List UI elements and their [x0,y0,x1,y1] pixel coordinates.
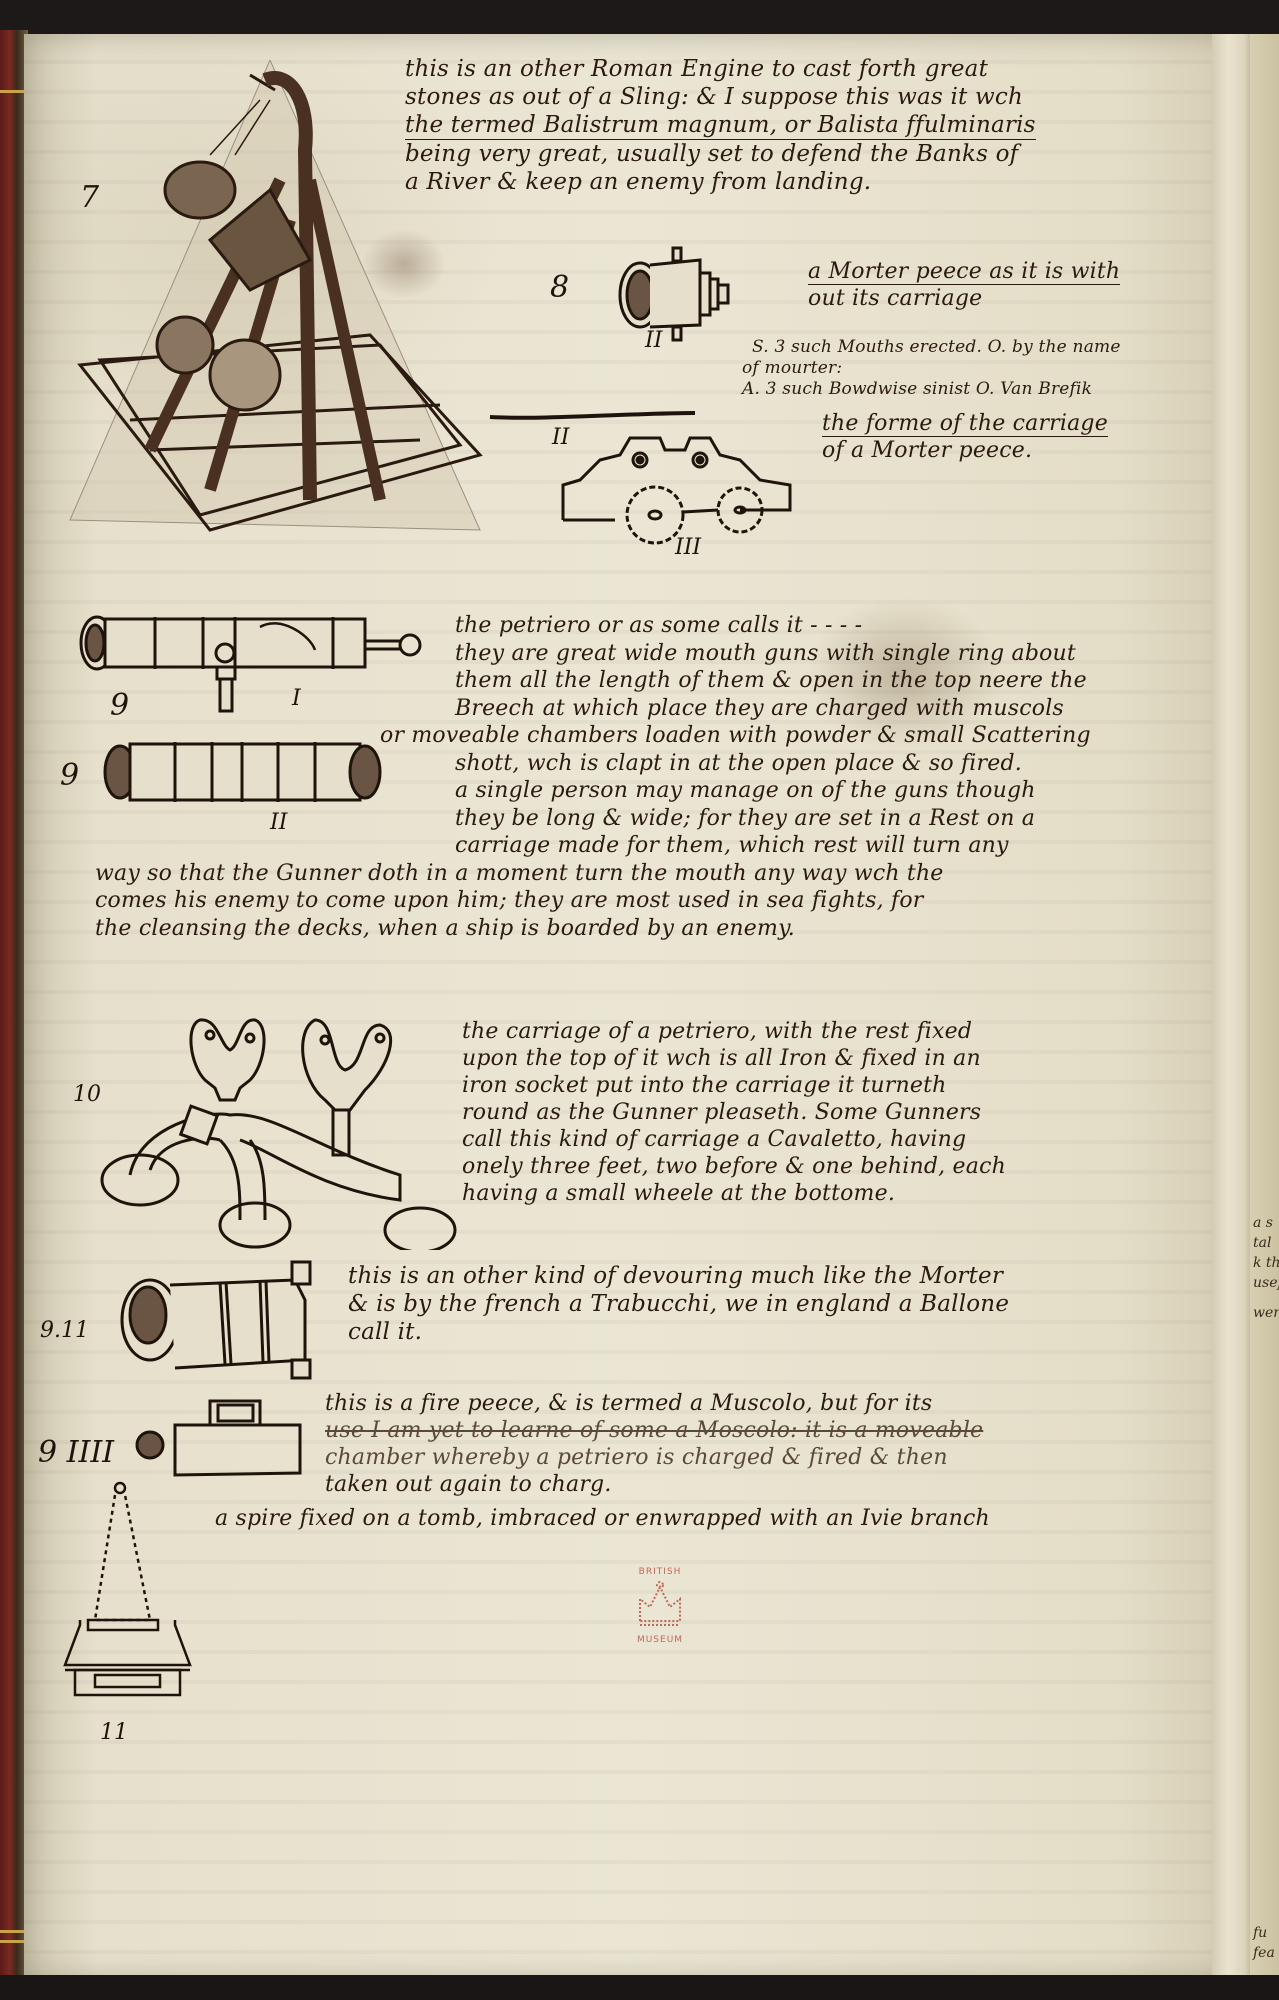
passage-carriage-form: the forme of the carriage of a Morter pe… [822,410,1108,464]
divider-stroke [489,411,696,420]
tally-mark: II [270,810,288,835]
tally-mark: II [645,328,663,353]
next-page-fragment: tal [1253,1235,1272,1251]
text-line: the forme of the carriage [822,411,1108,437]
book-cover-edge [0,30,28,1975]
next-page-fragment: fea [1253,1945,1275,1961]
text-line: a single person may manage on of the gun… [455,778,1036,803]
moscolo-drawing [135,1399,302,1477]
text-line: & is by the french a Trabucchi, we in en… [348,1291,1010,1317]
gilt-line [0,1930,24,1933]
text-line: A. 3 such Bowdwise sinist O. Van Brefik [742,379,1093,399]
figure-number-9-iiii: 9 IIII [38,1435,115,1470]
text-line-struck: use I am yet to learne of some a Moscolo… [325,1418,984,1443]
petriero-barrel-drawing [103,742,382,802]
next-page-fragment: fu [1253,1925,1268,1941]
text-line: this is an other Roman Engine to cast fo… [405,56,989,82]
text-line: the petriero or as some calls it - - - - [455,613,863,638]
text-line: onely three feet, two before & one behin… [462,1154,1006,1179]
spire-tomb-drawing [63,1481,192,1697]
passage-mortar-notes: S. 3 such Mouths erected. O. by the name… [742,337,1121,400]
crown-icon [639,1581,681,1626]
text-line: a spire fixed on a tomb, imbraced or enw… [215,1506,990,1531]
gilt-line [0,1940,24,1943]
passage-trabucchi: this is an other kind of devouring much … [348,1262,1009,1346]
text-line: they be long & wide; for they are set in… [455,805,1036,831]
text-line: carriage made for them, which rest will … [455,833,1009,858]
text-line: comes his enemy to come upon him; they a… [95,888,924,913]
next-page-fragment: wer [1253,1305,1279,1321]
text-line: call this kind of carriage a Cavaletto, … [462,1127,967,1152]
next-page-fragment: usef [1253,1275,1279,1291]
british-museum-stamp: BRITISH MUSEUM [618,1565,702,1651]
figure-number-carriage: II [552,425,570,450]
text-line: this is an other kind of devouring much … [348,1263,1004,1289]
text-line: chamber whereby a petriero is charged & … [325,1445,948,1470]
tally-mark: I [292,686,301,711]
text-line: them all the length of them & open in th… [455,668,1087,693]
text-line: or moveable chambers loaden with powder … [380,723,1091,748]
text-line: of a Morter peece. [822,438,1033,463]
text-line: a River & keep an enemy from landing. [405,169,872,195]
text-line: the termed Balistrum magnum, or Balista … [405,112,1036,140]
text-line: the cleansing the decks, when a ship is … [95,915,795,941]
text-line: of mourter: [742,358,843,378]
figure-number-7: 7 [80,180,100,215]
gilt-line [0,90,24,93]
next-page-edge: a s tal k th usef wer fu fea [1250,34,1279,1979]
passage-moscolo: this is a fire peece, & is termed a Musc… [325,1390,983,1498]
figure-number-10: 10 [73,1082,101,1107]
passage-cavaletto: the carriage of a petriero, with the res… [462,1018,1006,1207]
text-line: taken out again to charg. [325,1472,612,1497]
figure-number-11: 11 [100,1720,128,1745]
text-line: having a small wheele at the bottome. [462,1181,896,1206]
trabucchi-drawing [120,1260,312,1380]
stamp-text-bottom: MUSEUM [636,1635,684,1645]
text-line: call it. [348,1319,423,1345]
text-line: they are great wide mouth guns with sing… [455,640,1076,666]
text-line: shott, wch is clapt in at the open place… [455,750,1022,776]
figure-number-9: 9 [60,758,80,793]
text-line: upon the top of it wch is all Iron & fix… [462,1046,981,1071]
text-line: the carriage of a petriero, with the res… [462,1019,973,1044]
binding-bottom-edge [0,1975,1279,2000]
text-line: way so that the Gunner doth in a moment … [95,860,944,886]
figure-number-8: 8 [550,270,570,305]
text-line: Breech at which place they are charged w… [455,695,1064,721]
ballista-drawing [69,60,483,532]
text-line: this is a fire peece, & is termed a Musc… [325,1391,933,1416]
text-line: iron socket put into the carriage it tur… [462,1073,947,1098]
passage-roman-engine: this is an other Roman Engine to cast fo… [405,55,1036,196]
figure-number-9: 9 [110,688,130,723]
text-line: stones as out of a Sling: & I suppose th… [405,84,1023,110]
cavaletto-drawing [100,1018,457,1250]
mortar-piece-drawing [618,246,730,342]
passage-petriero: the petriero or as some calls it - - - -… [95,612,1091,942]
text-line: S. 3 such Mouths erected. O. by the name [752,337,1121,357]
text-line: out its carriage [808,286,983,311]
text-line: being very great, usually set to defend … [405,141,1019,167]
tally-mark: III [675,535,702,560]
mortar-carriage-drawing [561,436,792,545]
next-page-fragment: a s [1253,1215,1273,1231]
stamp-text-top: BRITISH [638,1567,682,1577]
text-line: a Morter peece as it is with [808,259,1121,285]
book-gutter [1212,34,1252,1979]
text-line: round as the Gunner pleaseth. Some Gunne… [462,1100,982,1125]
next-page-fragment: k th [1253,1255,1279,1271]
passage-spire: a spire fixed on a tomb, imbraced or enw… [215,1505,990,1532]
figure-number-9-11: 9.11 [40,1318,89,1343]
petriero-swivel-drawing [79,615,422,713]
passage-mortar-piece: a Morter peece as it is with out its car… [808,258,1121,312]
